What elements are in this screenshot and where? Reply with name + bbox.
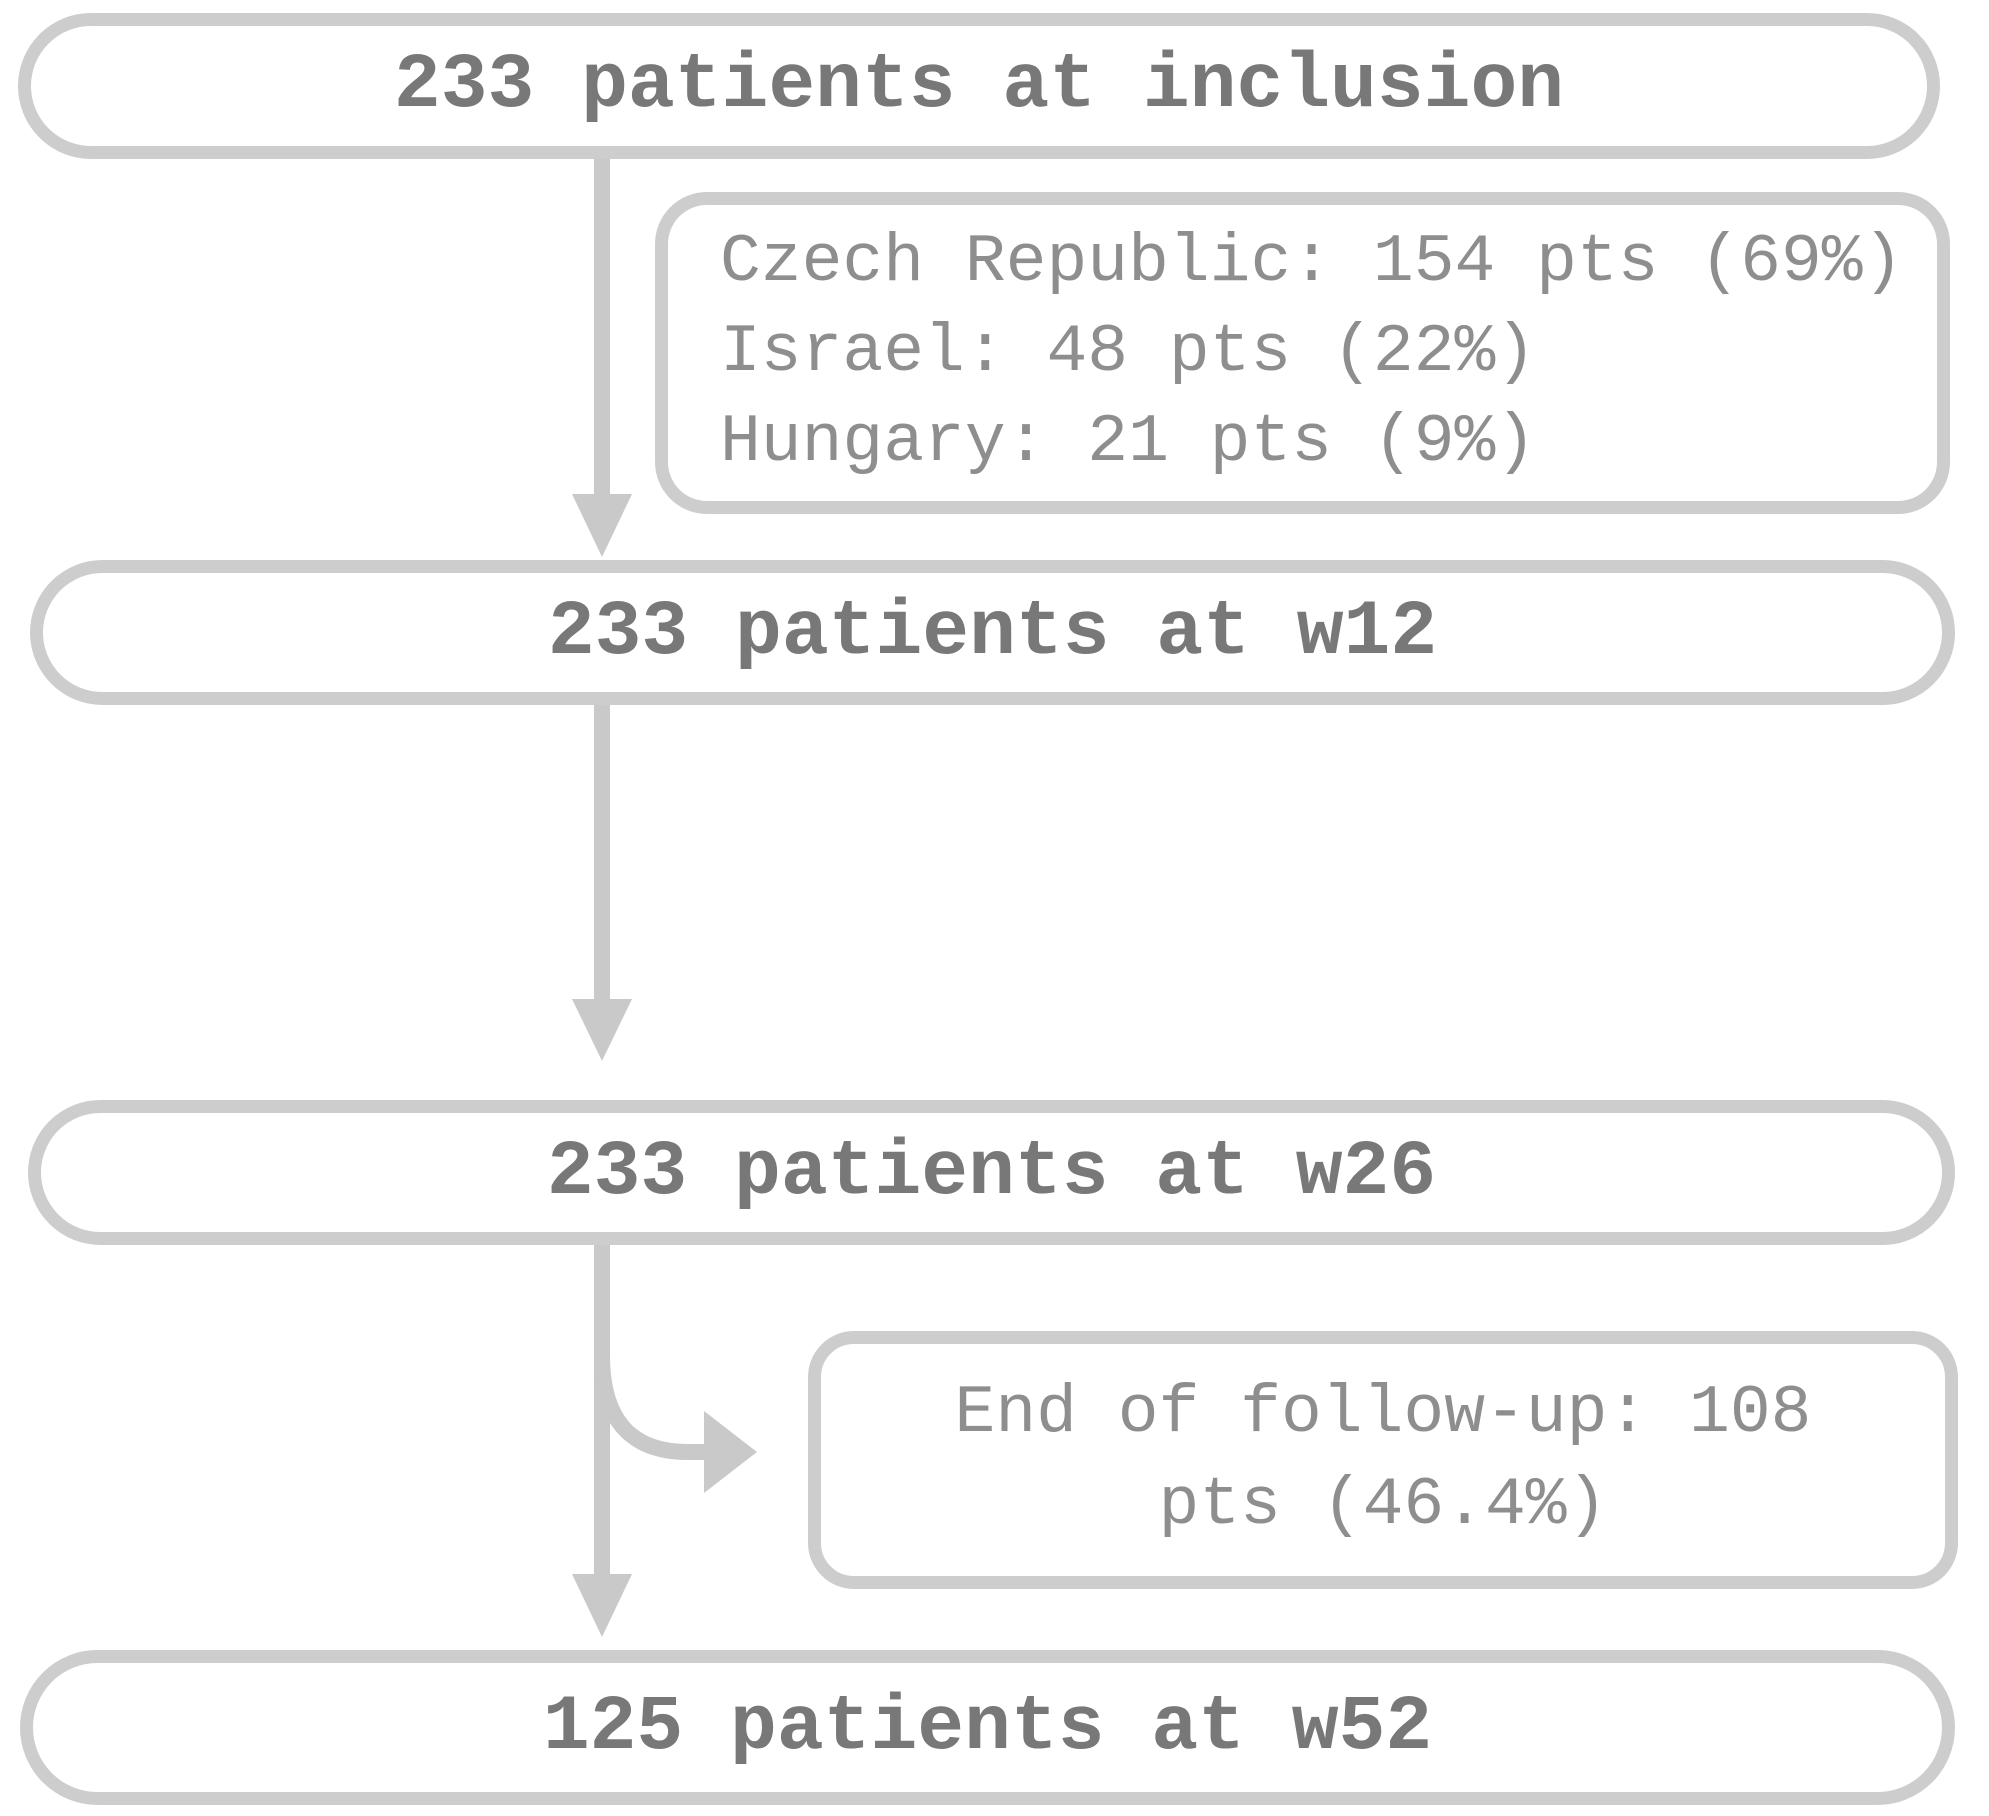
enrollment-line-czech: Czech Republic: 154 pts (69%) [720, 224, 1904, 301]
note-end-of-followup: End of follow-up: 108 pts (46.4%) [808, 1331, 1958, 1589]
node-w12: 233 patients at w12 [30, 560, 1955, 705]
arrow-w26-to-w52 [572, 1245, 757, 1637]
node-w52: 125 patients at w52 [20, 1650, 1955, 1805]
arrowhead-down-icon [572, 999, 632, 1061]
arrowhead-down-icon [572, 1574, 632, 1637]
node-w52-label: 125 patients at w52 [542, 1683, 1433, 1772]
followup-line-2: pts (46.4%) [1158, 1467, 1608, 1544]
arrowhead-down-icon [572, 494, 632, 557]
enrollment-line-israel: Israel: 48 pts (22%) [720, 314, 1537, 391]
branch-curve [594, 1354, 706, 1460]
arrowhead-right-icon [704, 1411, 757, 1493]
note-enrollment-breakdown: Czech Republic: 154 pts (69%) Israel: 48… [655, 192, 1950, 514]
arrow-inclusion-to-w12 [572, 159, 632, 557]
enrollment-line-hungary: Hungary: 21 pts (9%) [720, 404, 1537, 481]
followup-line-1: End of follow-up: 108 [954, 1375, 1812, 1452]
node-w12-label: 233 patients at w12 [547, 588, 1438, 677]
arrow-w12-to-w26 [572, 705, 632, 1061]
node-inclusion: 233 patients at inclusion [18, 13, 1940, 159]
node-w26-label: 233 patients at w26 [546, 1128, 1437, 1217]
node-w26: 233 patients at w26 [28, 1100, 1955, 1245]
node-inclusion-label: 233 patients at inclusion [393, 42, 1565, 130]
